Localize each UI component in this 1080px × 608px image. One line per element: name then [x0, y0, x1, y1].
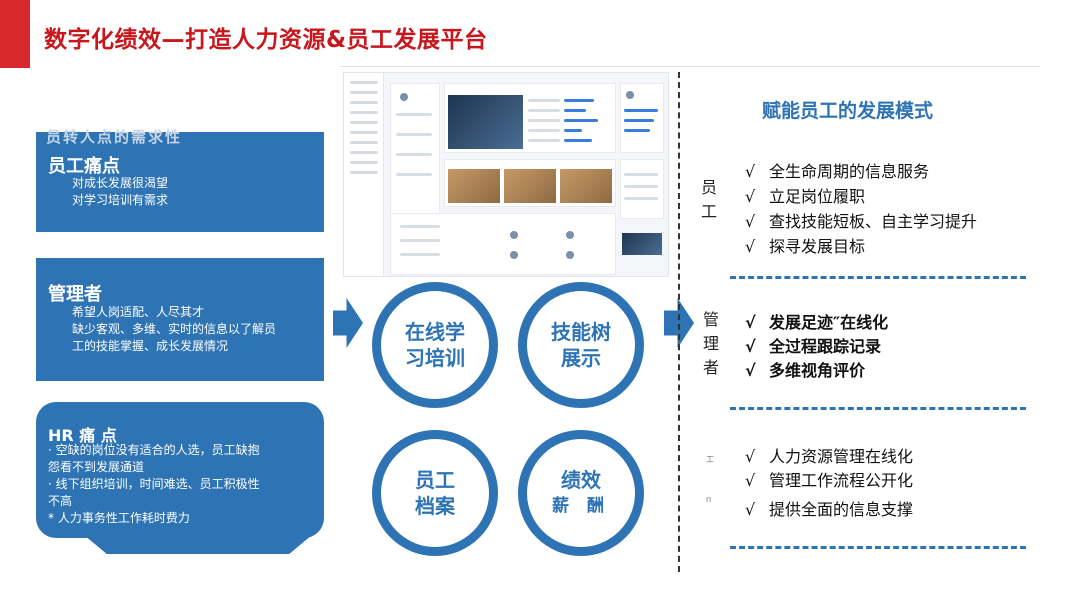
hr-pain-line: * 人力事务性工作耗时费力 [48, 511, 190, 525]
vertical-divider [678, 72, 680, 572]
employee-benefit-item: √查找技能短板、自主学习提升 [745, 212, 978, 231]
module-label: 薪 酬 [552, 496, 610, 516]
hr-pain-line: · 空缺的岗位没有适合的人选，员工缺抱 [48, 443, 260, 457]
manager-pain-line: 希望人岗适配、人尽其才 [72, 305, 205, 319]
module-circle-performance: 绩效 薪 酬 [518, 430, 644, 556]
section-divider [730, 276, 1026, 279]
arrow-right-icon [333, 298, 363, 348]
manager-pain-box: 管理者 希望人岗适配、人尽其才 缺少客观、多维、实时的信息以了解员 工的技能掌握… [36, 258, 324, 381]
module-label: 绩效 [561, 468, 601, 492]
module-label: 在线学 [405, 320, 465, 344]
module-label: 展示 [561, 346, 601, 370]
hr-box-tab [78, 530, 318, 554]
hr-pain-box: HR 痛 点 · 空缺的岗位没有适合的人选，员工缺抱 怨看不到发展通道 · 线下… [36, 402, 324, 538]
employee-benefit-item: √立足岗位履职 [745, 187, 866, 206]
module-circle-learning: 在线学 习培训 [372, 282, 498, 408]
hr-pain-heading: HR 痛 点 [48, 426, 117, 445]
right-heading: 赋能员工的发展模式 [762, 100, 934, 122]
screenshot-photo [448, 95, 523, 149]
hr-benefit-item: √人力资源管理在线化 [745, 447, 914, 466]
employee-pain-line: 对学习培训有需求 [72, 193, 169, 207]
employee-pain-heading: 员工痛点 [48, 156, 120, 177]
role-label-employee: 员工 [701, 178, 718, 221]
hr-benefit-item: √提供全面的信息支撑 [745, 500, 914, 519]
section-divider [730, 407, 1026, 410]
hr-pain-line: · 线下组织培训，时间难选、员工积极性 [48, 477, 260, 491]
page-title: 数字化绩效—打造人力资源&员工发展平台 [44, 27, 488, 53]
manager-benefit-item: √发展足迹″在线化 [745, 313, 889, 332]
employee-ghost-text: 员转人点的需求性 [46, 128, 183, 146]
module-circle-archive: 员工 档案 [372, 430, 498, 556]
module-label: 习培训 [405, 346, 465, 370]
employee-benefit-item: √探寻发展目标 [745, 237, 866, 256]
module-label: 技能树 [551, 320, 611, 344]
section-divider [730, 546, 1026, 549]
hr-pain-line: 不高 [48, 494, 73, 508]
hr-pain-line: 怨看不到发展通道 [48, 460, 145, 474]
manager-benefit-item: √全过程跟踪记录 [745, 337, 882, 356]
employee-pain-box: 员转人点的需求性 员工痛点 对成长发展很渴望 对学习培训有需求 [36, 128, 324, 232]
hr-benefit-item: √管理工作流程公开化 [745, 471, 914, 490]
role-label-manager: 管理者 [703, 310, 720, 377]
manager-pain-line: 工的技能掌握、成长发展情况 [72, 339, 229, 353]
title-divider [340, 66, 1040, 67]
manager-pain-heading: 管理者 [48, 284, 102, 305]
module-label: 档案 [415, 494, 455, 518]
screenshot-sidebar [344, 73, 384, 276]
manager-pain-line: 缺少客观、多维、实时的信息以了解员 [72, 322, 277, 336]
employee-benefit-item: √全生命周期的信息服务 [745, 162, 930, 181]
module-circle-skill-tree: 技能树 展示 [518, 282, 644, 408]
manager-benefit-item: √多维视角评价 [745, 361, 866, 380]
module-label: 员工 [415, 468, 455, 492]
title-accent-bar [0, 0, 30, 68]
platform-screenshot [343, 72, 669, 277]
employee-pain-line: 对成长发展很渴望 [72, 176, 169, 190]
